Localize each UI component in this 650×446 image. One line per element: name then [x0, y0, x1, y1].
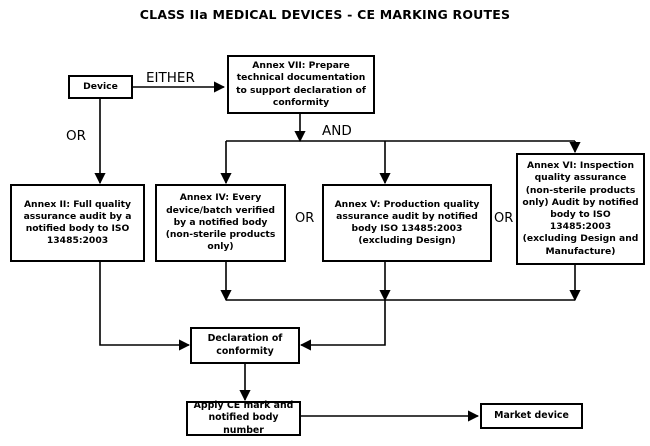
edge-annex-ii-to-declaration: [99, 262, 191, 351]
node-market-device[interactable]: Market device: [480, 403, 583, 429]
node-annex-v[interactable]: Annex V: Production quality assurance au…: [322, 184, 492, 262]
node-declaration-label: Declaration of conformity: [207, 333, 283, 357]
node-device-label: Device: [83, 80, 118, 92]
connector-label-and: AND: [322, 123, 352, 139]
page-title: CLASS IIa MEDICAL DEVICES - CE MARKING R…: [139, 7, 511, 22]
node-annex-vii-label: Annex VII: Prepare technical documentati…: [236, 60, 366, 108]
node-annex-ii[interactable]: Annex II: Full quality assurance audit b…: [10, 184, 145, 262]
node-declaration-of-conformity[interactable]: Declaration of conformity: [190, 327, 300, 364]
node-apply-ce-mark[interactable]: Apply CE mark and notified body number: [186, 400, 301, 436]
edge-merge-to-declaration: [299, 300, 386, 351]
node-annex-v-label: Annex V: Production quality assurance au…: [334, 198, 480, 247]
connector-label-or-left: OR: [66, 128, 87, 144]
node-device[interactable]: Device: [68, 75, 133, 99]
node-annex-vii[interactable]: Annex VII: Prepare technical documentati…: [227, 55, 375, 114]
node-apply-ce-label: Apply CE mark and notified body number: [193, 400, 294, 436]
node-annex-iv[interactable]: Annex IV: Every device/batch verified by…: [155, 184, 286, 262]
node-annex-vi-label: Annex VI: Inspection quality assurance (…: [522, 160, 639, 257]
node-annex-ii-label: Annex II: Full quality assurance audit b…: [23, 198, 132, 247]
node-annex-iv-label: Annex IV: Every device/batch verified by…: [165, 192, 276, 253]
node-annex-vi[interactable]: Annex VI: Inspection quality assurance (…: [516, 153, 645, 265]
connector-label-either: EITHER: [146, 70, 195, 86]
connector-label-or-iv-v: OR: [295, 211, 315, 226]
connector-label-or-v-vi: OR: [494, 211, 514, 226]
node-market-device-label: Market device: [494, 409, 569, 421]
